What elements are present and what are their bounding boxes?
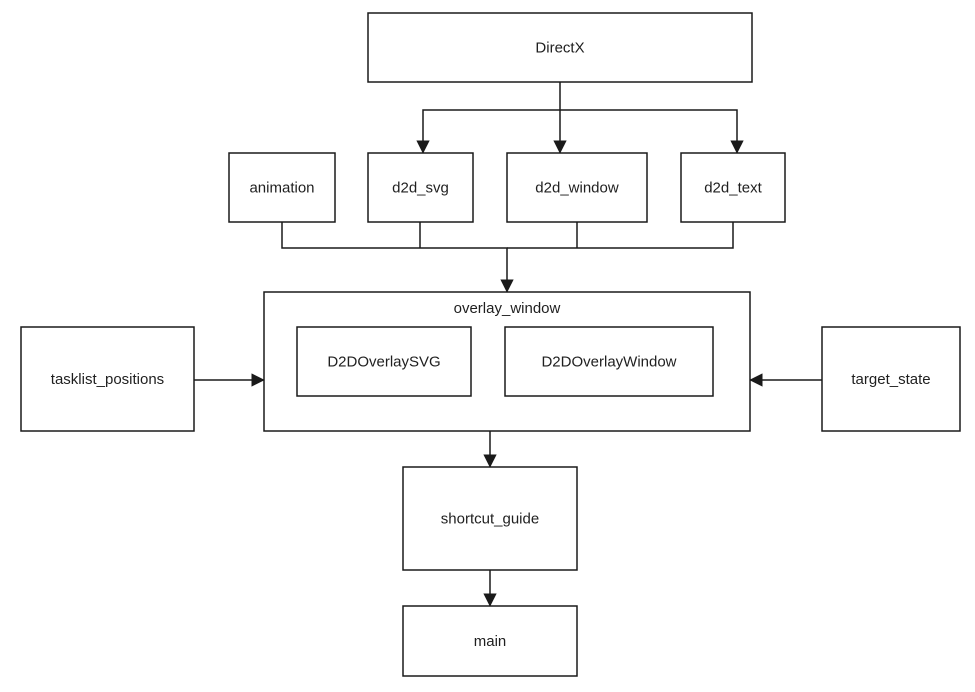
edge-d2d_text-to-overlay_window xyxy=(507,222,734,249)
node-box-d2d_window xyxy=(506,152,648,223)
node-box-d2d_text xyxy=(680,152,786,223)
node-label-overlay_window: overlay_window xyxy=(454,300,561,317)
node-label-target_state: target_state xyxy=(851,371,930,388)
node-d2d_svg: d2d_svg xyxy=(367,152,474,223)
node-label-d2d_text: d2d_text xyxy=(704,180,762,197)
node-label-directx: DirectX xyxy=(535,40,584,57)
node-d2d_text: d2d_text xyxy=(680,152,786,223)
node-box-main xyxy=(402,605,578,677)
edge-animation-to-overlay_window xyxy=(281,222,514,293)
node-d2d_window: d2d_window xyxy=(506,152,648,223)
node-label-animation: animation xyxy=(249,180,314,197)
node-label-tasklist_positions: tasklist_positions xyxy=(51,371,164,388)
node-d2doverlaysvg: D2DOverlaySVG xyxy=(296,326,472,397)
edge-directx-to-d2d_text xyxy=(560,109,744,154)
node-label-d2d_window: d2d_window xyxy=(535,180,619,197)
node-box-animation xyxy=(228,152,336,223)
edge-directx-to-d2d_svg xyxy=(416,82,561,154)
node-label-main: main xyxy=(474,633,507,650)
node-box-d2d_svg xyxy=(367,152,474,223)
node-main: main xyxy=(402,605,578,677)
node-d2doverlaywindow: D2DOverlayWindow xyxy=(504,326,714,397)
node-directx: DirectX xyxy=(367,12,753,83)
node-box-tasklist_positions xyxy=(20,326,195,432)
node-shortcut_guide: shortcut_guide xyxy=(402,466,578,571)
node-label-d2doverlaysvg: D2DOverlaySVG xyxy=(327,354,440,371)
node-label-d2d_svg: d2d_svg xyxy=(392,180,449,197)
node-box-shortcut_guide xyxy=(402,466,578,571)
node-box-target_state xyxy=(821,326,961,432)
node-animation: animation xyxy=(228,152,336,223)
nodes-layer: DirectX animation d2d_svg d2d_window d2d_tex… xyxy=(20,12,961,677)
node-box-directx xyxy=(367,12,753,83)
node-target_state: target_state xyxy=(821,326,961,432)
node-box-d2doverlaywindow xyxy=(504,326,714,397)
node-box-d2doverlaysvg xyxy=(296,326,472,397)
node-label-shortcut_guide: shortcut_guide xyxy=(441,511,539,528)
edges-layer xyxy=(194,82,822,607)
node-tasklist_positions: tasklist_positions xyxy=(20,326,195,432)
node-label-d2doverlaywindow: D2DOverlayWindow xyxy=(541,354,676,371)
